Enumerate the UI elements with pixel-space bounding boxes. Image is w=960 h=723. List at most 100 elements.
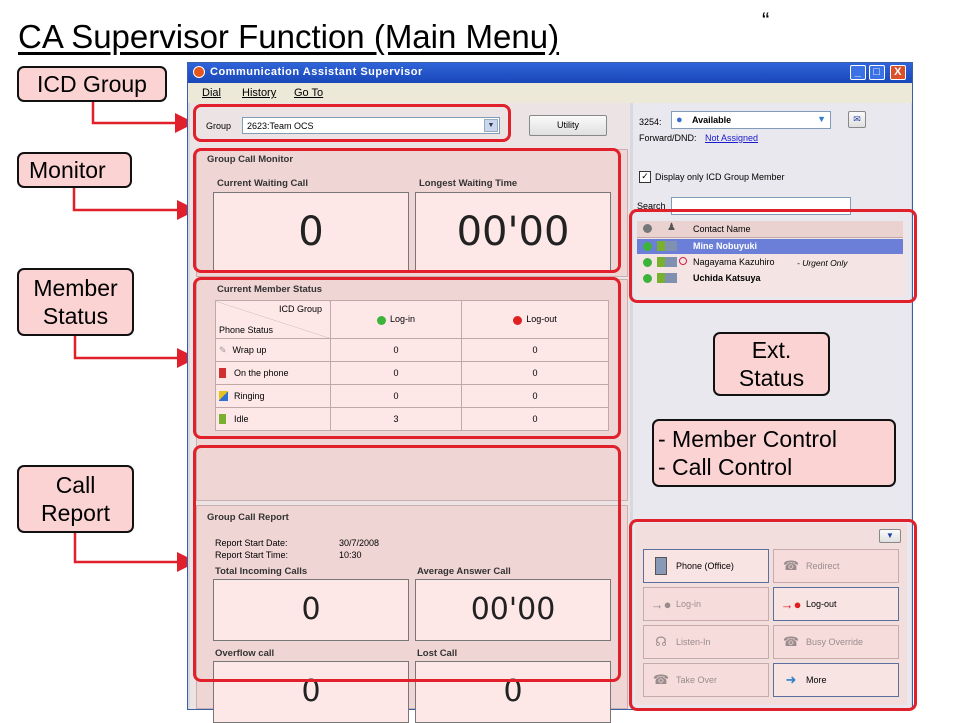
menu-history[interactable]: History <box>242 87 277 99</box>
highlight-icd-group <box>193 104 511 142</box>
presence-select[interactable]: ● Available ▼ <box>671 111 831 129</box>
control-panel: ▼ Phone (Office) ☎ Redirect →● Log-in →●… <box>635 523 907 705</box>
total-incoming-label: Total Incoming Calls <box>215 566 308 577</box>
menu-dial[interactable]: Dial <box>202 87 221 99</box>
table-corner-cell: ICD Group Phone Status <box>215 300 331 339</box>
highlight-call-report <box>193 445 621 682</box>
collapse-icon[interactable]: ▼ <box>879 529 901 543</box>
more-label: More <box>806 675 827 685</box>
phone-office-button[interactable]: Phone (Office) <box>643 549 769 583</box>
login-button[interactable]: →● Log-in <box>643 587 769 621</box>
highlight-member-status <box>193 277 621 439</box>
arrow-member-status <box>73 336 197 368</box>
report-start-time-value: 10:30 <box>339 550 362 560</box>
search-label: Search <box>637 201 666 211</box>
listen-in-label: Listen-In <box>676 637 711 647</box>
list-item[interactable]: Nagayama Kazuhiro - Urgent Only <box>637 255 903 270</box>
call-report-panel: Group Call Report Report Start Date: 30/… <box>196 505 628 723</box>
quote-mark: “ <box>762 8 770 33</box>
online-icon <box>643 274 652 283</box>
maximize-button[interactable]: □ <box>869 65 885 80</box>
status-column-icon <box>643 224 652 233</box>
callout-control-line2: - Call Control <box>658 454 793 480</box>
busy-override-button[interactable]: ☎ Busy Override <box>773 625 899 659</box>
headset-icon: ☊ <box>655 634 667 649</box>
login-icon: →● <box>650 596 672 612</box>
redirect-label: Redirect <box>806 561 840 571</box>
row-login-value: 0 <box>330 361 462 385</box>
row-login-value: 0 <box>330 338 462 362</box>
idle-icon <box>219 414 226 425</box>
table-row: Ringing 0 0 <box>215 384 609 408</box>
contact-name-header: Contact Name <box>693 224 751 234</box>
display-only-label: Display only ICD Group Member <box>655 172 785 182</box>
logout-label: Log-out <box>806 599 837 609</box>
title-bar: Communication Assistant Supervisor _ □ X <box>188 63 912 83</box>
callout-call-report-line2: Report <box>40 500 111 526</box>
callout-monitor-text: Monitor <box>29 157 106 183</box>
contact-name: Nagayama Kazuhiro <box>693 257 775 267</box>
current-waiting-value: 0 <box>213 192 409 272</box>
highlight-control <box>629 519 917 711</box>
window-title: Communication Assistant Supervisor <box>210 66 423 78</box>
overflow-value: 0 <box>213 661 409 723</box>
menu-goto[interactable]: Go To <box>294 87 324 99</box>
current-waiting-label: Current Waiting Call <box>217 178 308 189</box>
col-login-label: Log-in <box>389 314 416 325</box>
arrow-icon: ➜ <box>785 672 797 687</box>
contact-list: ♟ Contact Name Mine Nobuyuki Nagayama Ka… <box>637 221 905 297</box>
highlight-ext-status <box>629 209 917 303</box>
header-phone-status: Phone Status <box>219 325 274 335</box>
arrow-call-report <box>73 533 197 572</box>
forward-link[interactable]: Not Assigned <box>705 133 759 143</box>
phone-icon <box>650 556 672 576</box>
slide-title: CA Supervisor Function (Main Menu) <box>18 18 560 55</box>
more-button[interactable]: ➜ More <box>773 663 899 697</box>
group-select[interactable]: 2623:Team OCS ▼ <box>242 117 500 134</box>
callout-call-report: Call Report <box>17 465 134 533</box>
forward-label: Forward/DND: <box>639 133 697 143</box>
monitor-section-title: Group Call Monitor <box>207 154 294 165</box>
callout-icd-group: ICD Group <box>17 66 167 102</box>
contact-name: Mine Nobuyuki <box>693 241 758 251</box>
list-item[interactable]: Uchida Katsuya <box>637 271 903 286</box>
online-icon <box>643 242 652 251</box>
chevron-down-icon[interactable]: ▼ <box>817 114 826 124</box>
on-phone-icon <box>219 368 226 379</box>
green-dot-icon <box>376 315 386 325</box>
callout-icd-group-text: ICD Group <box>37 71 147 97</box>
lost-value: 0 <box>415 661 611 723</box>
presence-value: Available <box>692 115 732 125</box>
longest-waiting-value: 00'00 <box>415 192 611 272</box>
take-over-button[interactable]: ☎ Take Over <box>643 663 769 697</box>
redirect-button[interactable]: ☎ Redirect <box>773 549 899 583</box>
member-status-section-title: Current Member Status <box>217 284 323 295</box>
list-item[interactable]: Mine Nobuyuki <box>637 239 903 254</box>
contact-note: - Urgent Only <box>797 258 848 268</box>
row-login-value: 3 <box>330 407 462 431</box>
table-row: On the phone 0 0 <box>215 361 609 385</box>
close-button[interactable]: X <box>890 65 906 80</box>
chevron-down-icon[interactable]: ▼ <box>484 119 498 132</box>
online-icon <box>643 258 652 267</box>
menu-bar: Dial History Go To <box>188 83 912 103</box>
logout-button[interactable]: →● Log-out <box>773 587 899 621</box>
display-only-checkbox[interactable]: ✓ <box>639 171 651 183</box>
dnd-icon <box>679 257 687 265</box>
phone-pc-icon <box>657 241 677 251</box>
group-label: Group <box>206 121 232 131</box>
logout-icon: →● <box>780 596 802 612</box>
report-start-date-label: Report Start Date: <box>215 538 288 548</box>
report-start-time-label: Report Start Time: <box>215 550 289 560</box>
callout-member-status: Member Status <box>17 268 134 336</box>
contact-card-icon[interactable]: ✉ <box>848 111 866 128</box>
table-row: ✎Wrap up 0 0 <box>215 338 609 362</box>
take-over-label: Take Over <box>676 675 718 685</box>
arrow-icd-group <box>91 102 195 133</box>
listen-in-button[interactable]: ☊ Listen-In <box>643 625 769 659</box>
total-incoming-value: 0 <box>213 579 409 641</box>
callout-ext-status-line1: Ext. <box>751 337 792 363</box>
utility-button[interactable]: Utility <box>529 115 607 136</box>
minimize-button[interactable]: _ <box>850 65 866 80</box>
